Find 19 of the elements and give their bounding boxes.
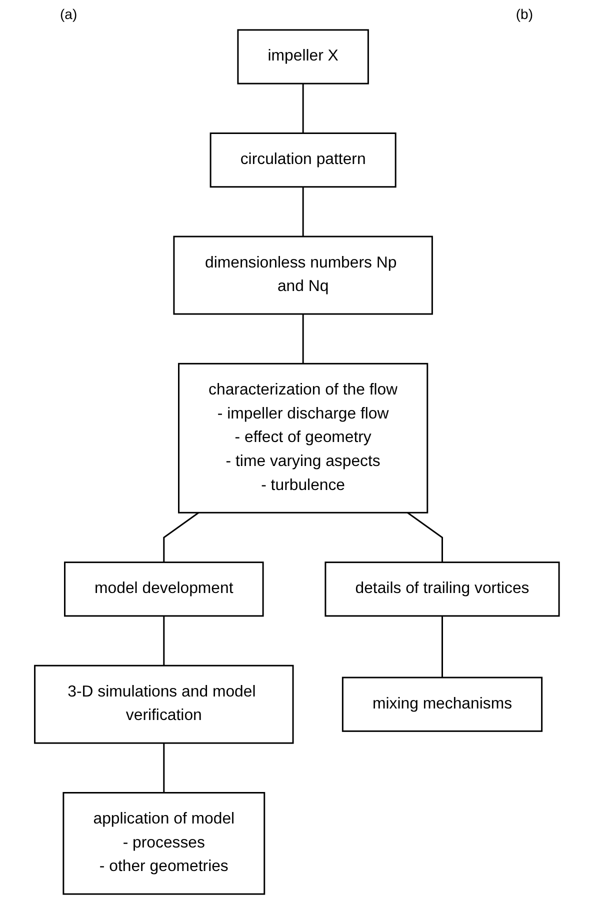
connector xyxy=(406,512,443,562)
node-box: 3-D simulations and model verification xyxy=(34,664,294,744)
connector xyxy=(302,84,304,134)
connector xyxy=(162,616,164,666)
node-box: application of model - processes - other geometries xyxy=(62,792,265,895)
connector xyxy=(302,314,304,364)
node-box: details of trailing vortices xyxy=(324,562,560,617)
node-box: dimensionless numbers Np and Nq xyxy=(172,236,433,315)
connector xyxy=(441,616,443,678)
node-box: circulation pattern xyxy=(209,132,396,188)
branch-label: (a) xyxy=(60,6,78,22)
node-box: characterization of the flow - impeller discharge flow - effect of geometry - time varying aspects - turbulence xyxy=(178,362,428,514)
connector xyxy=(162,512,199,562)
connector xyxy=(302,186,304,237)
branch-label: (b) xyxy=(516,6,533,22)
node-box: model development xyxy=(64,562,264,617)
connector xyxy=(162,743,164,793)
node-box: mixing mechanisms xyxy=(342,676,542,732)
node-box: impeller X xyxy=(236,29,369,84)
